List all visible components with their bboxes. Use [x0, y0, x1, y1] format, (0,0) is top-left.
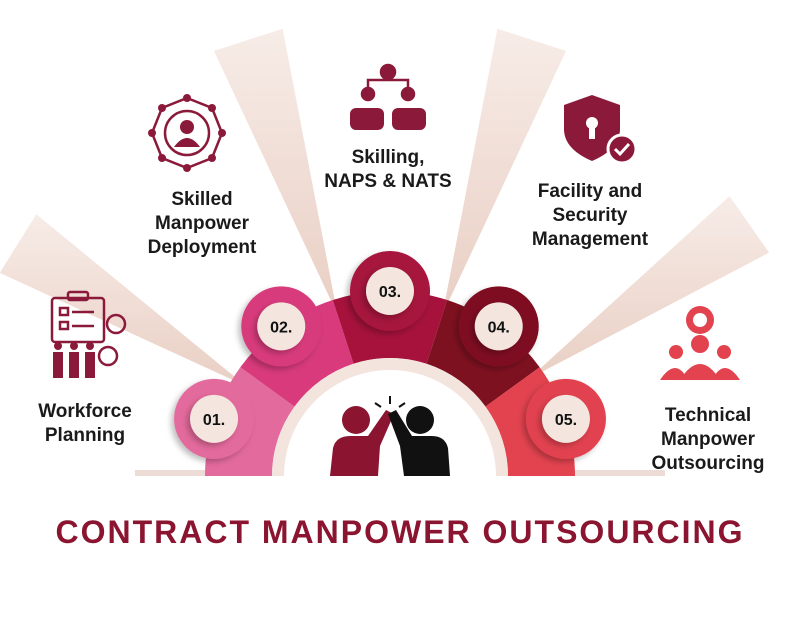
step-number: 05. — [555, 412, 577, 429]
network-person-icon — [148, 94, 226, 172]
light-ray — [529, 196, 770, 379]
step-3-number-badge: 03. — [366, 267, 414, 315]
light-ray — [213, 28, 338, 315]
light-rays — [0, 28, 770, 386]
step-number: 04. — [488, 319, 510, 336]
step-3-label: Skilling,NAPS & NATS — [324, 147, 452, 192]
step-2-number-badge: 02. — [257, 302, 306, 351]
step-1-number-badge: 01. — [190, 394, 239, 443]
light-ray — [442, 28, 567, 315]
clipboard-team-icon — [50, 290, 127, 378]
step-number: 02. — [270, 319, 292, 336]
step-number: 03. — [379, 284, 401, 301]
step-number: 01. — [203, 412, 225, 429]
gear-team-icon — [660, 306, 740, 380]
light-ray — [0, 214, 246, 386]
step-4-number-badge: 04. — [474, 302, 523, 351]
page-title: CONTRACT MANPOWER OUTSOURCING — [55, 514, 745, 550]
shield-lock-check-icon — [564, 95, 638, 165]
hierarchy-team-icon — [350, 63, 426, 130]
step-5-number-badge: 05. — [541, 394, 590, 443]
high-five-icon — [330, 396, 450, 476]
arc-segments — [174, 251, 606, 476]
